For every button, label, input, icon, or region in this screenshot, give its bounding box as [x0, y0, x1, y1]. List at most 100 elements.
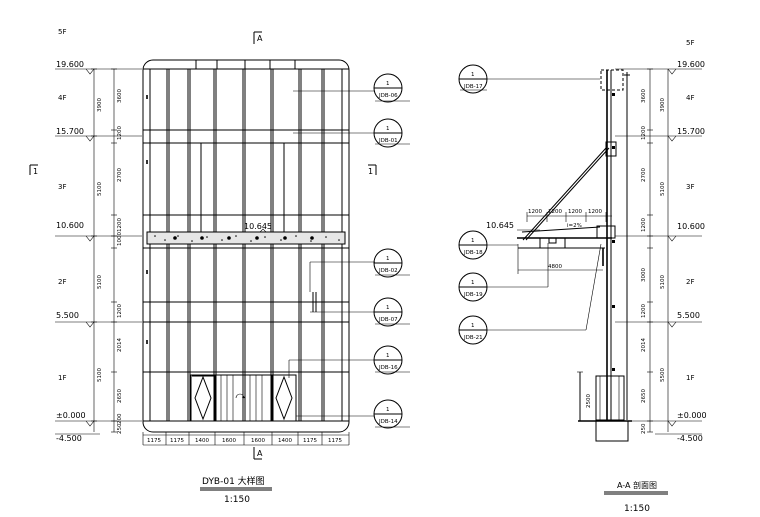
level-right-4: 5.500	[677, 311, 700, 320]
dim-v-8: 2650	[117, 389, 123, 403]
sec-top-dim-4: 1200	[588, 209, 602, 215]
canopy-level: 10.645	[244, 222, 272, 231]
bubble-code-4: JDB-07	[378, 317, 398, 323]
bubble-r-code-1: JDB-17	[463, 84, 483, 90]
sstory-4: 5500	[660, 368, 666, 382]
level-marks-left: 19.600 15.700 10.600 5.500 ±0.000 -4.500	[55, 60, 142, 443]
bubble-code-6: JDB-14	[378, 419, 398, 425]
sec-canopy-level: 10.645	[486, 221, 514, 230]
sdim-v-2: 1200	[641, 126, 647, 140]
dim-v-10: 250	[117, 423, 123, 434]
dim-v-1: 3600	[117, 89, 123, 103]
bubble-num-5: 1	[386, 353, 390, 359]
dim-h-6: 1400	[278, 438, 292, 444]
bubble-r-code-4: JDB-21	[463, 335, 483, 341]
level-right-1: 19.600	[677, 60, 705, 69]
dim-h-7: 1175	[303, 438, 317, 444]
sdim-v-1: 3600	[641, 89, 647, 103]
bubble-r-num-4: 1	[471, 323, 475, 329]
curtain-wall-frame	[142, 59, 350, 433]
detail-bubbles-left: 1 JDB-06 1 JDB-01 1 JDB-02 1 JDB-07 1 JD…	[288, 73, 410, 429]
sec-top-dim-3: 1200	[568, 209, 582, 215]
story-dim-4: 5100	[97, 368, 103, 382]
story-dims-left: 3900 5100 5100 5100	[97, 98, 103, 382]
story-dim-1: 3900	[97, 98, 103, 112]
sdim-v-9: 250	[641, 423, 647, 434]
detail-bubbles-right: 1 JDB-17 1 JDB-18 1 JDB-19 1 JDB-21	[458, 64, 602, 345]
elevation-view: A A 1 1 5F 4F 3F 2F 1F 19.600 15.700 10.…	[29, 28, 410, 505]
story-dims-right: 3900 5100 5100 5500	[660, 98, 666, 382]
level-right-5: ±0.000	[677, 411, 707, 420]
bubble-num-1: 1	[386, 81, 390, 87]
section-mark-top: A	[257, 34, 263, 43]
sdim-v-5: 3000	[641, 268, 647, 282]
floor-label-5f: 5F	[58, 28, 66, 36]
level-left-1: 19.600	[56, 60, 84, 69]
floor-label-r-5f: 5F	[686, 39, 694, 47]
level-left-4: 5.500	[56, 311, 79, 320]
floor-label-2f: 2F	[58, 278, 66, 286]
story-dim-3: 5100	[97, 275, 103, 289]
bubble-num-3: 1	[386, 256, 390, 262]
entrance-doors	[190, 374, 297, 422]
section-scale: 1:150	[624, 504, 650, 514]
bubble-num-2: 1	[386, 126, 390, 132]
sec-width: 4800	[548, 264, 562, 270]
level-left-5: ±0.000	[56, 411, 86, 420]
sec-slope: i=2%	[567, 223, 582, 229]
level-right-3: 10.600	[677, 222, 705, 231]
mullions	[149, 69, 343, 421]
dim-h-2: 1175	[170, 438, 184, 444]
side-mark-right: 1	[368, 167, 373, 176]
dim-v-5: 1000	[117, 232, 123, 246]
sdim-v-4: 1200	[641, 218, 647, 232]
dim-h-5: 1600	[251, 438, 265, 444]
dim-h-4: 1600	[222, 438, 236, 444]
level-right-6: -4.500	[677, 434, 703, 443]
side-mark-left: 1	[33, 167, 38, 176]
dim-h-8: 1175	[328, 438, 342, 444]
canopy-band	[146, 231, 346, 245]
elevation-title: DYB-01 大样图	[202, 475, 265, 487]
floor-label-1f: 1F	[58, 374, 66, 382]
sec-base-dim: 2500	[586, 394, 592, 408]
floor-label-r-2f: 2F	[686, 278, 694, 286]
bottom-dims: 1175 1175 1400 1600 1600 1400 1175 1175	[147, 438, 342, 444]
bubble-r-num-1: 1	[471, 72, 475, 78]
dim-v-6: 1200	[117, 304, 123, 318]
level-left-3: 10.600	[56, 221, 84, 230]
elevation-dims-inner: 3600 1200 2700 1200 1000 1200 2014 2650 …	[117, 89, 123, 434]
section-mark-bottom: A	[257, 449, 263, 458]
elevation-scale: 1:150	[224, 495, 250, 505]
sstory-2: 5100	[660, 182, 666, 196]
floor-label-r-4f: 4F	[686, 94, 694, 102]
bubble-code-2: JDB-01	[378, 138, 398, 144]
floor-label-r-3f: 3F	[686, 183, 694, 191]
bubble-r-num-3: 1	[471, 280, 475, 286]
bubble-num-6: 1	[386, 407, 390, 413]
bubble-r-code-2: JDB-18	[463, 250, 483, 256]
section-title: A-A 剖面图	[617, 480, 657, 490]
sstory-3: 5100	[660, 275, 666, 289]
level-left-2: 15.700	[56, 127, 84, 136]
transoms	[143, 129, 349, 422]
dim-v-3: 2700	[117, 168, 123, 182]
sdim-v-6: 1200	[641, 304, 647, 318]
level-right-2: 15.700	[677, 127, 705, 136]
bubble-num-4: 1	[386, 305, 390, 311]
story-dim-2: 5100	[97, 182, 103, 196]
floor-label-3f: 3F	[58, 183, 66, 191]
section-dims-inner: 3600 1200 2700 1200 3000 1200 2014 2650 …	[641, 89, 647, 434]
dim-v-2: 1200	[117, 126, 123, 140]
section-view: 5F 4F 3F 2F 1F 19.600 15.700 10.600 5.50…	[458, 39, 707, 514]
sec-top-dim-1: 1200	[528, 209, 542, 215]
dim-v-9: 200	[117, 413, 123, 424]
sdim-v-7: 2014	[641, 338, 647, 352]
dim-h-1: 1175	[147, 438, 161, 444]
bubble-r-num-2: 1	[471, 238, 475, 244]
bubble-r-code-3: JDB-19	[463, 292, 483, 298]
dim-v-7: 2014	[117, 338, 123, 352]
level-marks-right: 19.600 15.700 10.600 5.500 ±0.000 -4.500	[615, 60, 707, 443]
bubble-code-1: JDB-06	[378, 93, 398, 99]
level-left-6: -4.500	[56, 434, 82, 443]
